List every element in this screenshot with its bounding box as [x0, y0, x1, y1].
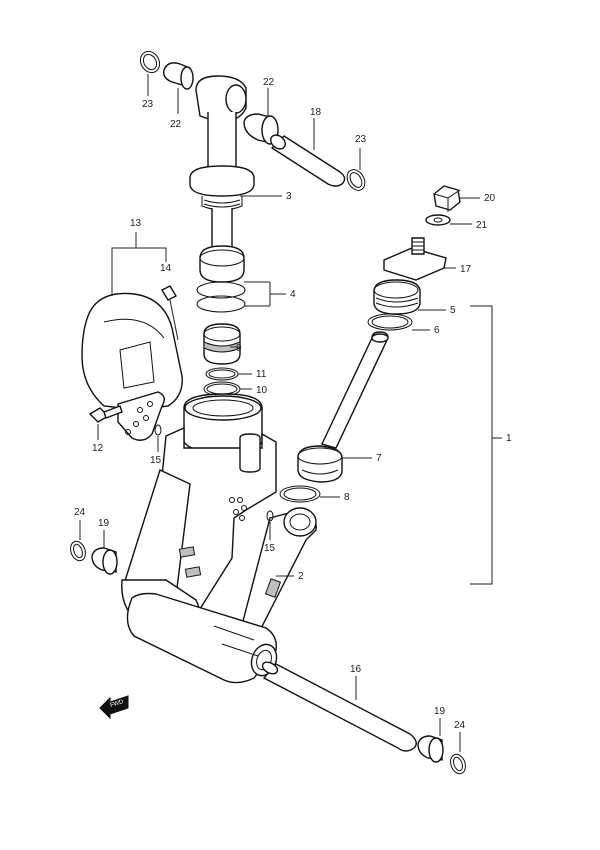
washer-21 [425, 214, 451, 226]
callout-20: 20 [484, 193, 496, 204]
piston-4 [196, 245, 246, 313]
snap-ring-23-left [139, 50, 161, 74]
cylinder-body-2 [121, 393, 317, 684]
callout-24-left: 24 [74, 507, 86, 518]
callout-21: 21 [476, 220, 488, 231]
callout-11: 11 [256, 369, 267, 380]
callout-9: 9 [236, 343, 242, 354]
callout-1: 1 [506, 433, 512, 444]
nut-20 [433, 185, 461, 212]
o-ring-8 [279, 485, 321, 503]
callout-8: 8 [344, 492, 350, 503]
o-ring-11 [205, 367, 239, 381]
fwd-direction-indicator: FWD [99, 695, 129, 720]
callout-3: 3 [286, 191, 292, 202]
cylinder-cap-5 [373, 279, 421, 315]
callout-23-top-right: 23 [355, 134, 367, 145]
callout-10: 10 [256, 385, 268, 396]
bolt-12 [88, 405, 123, 423]
callout-22-top-left: 22 [170, 119, 182, 130]
callout-22-top-right: 22 [263, 77, 275, 88]
valve-17 [383, 237, 447, 281]
callout-19-left: 19 [98, 518, 110, 529]
shaft-16 [261, 661, 417, 752]
callout-2: 2 [298, 571, 304, 582]
guard-13 [81, 292, 183, 441]
callout-12: 12 [92, 443, 104, 454]
callout-24-right: 24 [454, 720, 466, 731]
snap-ring-24-right [450, 753, 466, 775]
callout-23-top-left: 23 [142, 99, 154, 110]
bushing-15-right [266, 510, 274, 522]
snap-ring-24-left [70, 540, 86, 562]
bushing-19-left [91, 547, 118, 575]
callout-17: 17 [460, 264, 472, 275]
callout-15-left: 15 [150, 455, 162, 466]
callout-4: 4 [290, 289, 296, 300]
snap-ring-23-right [346, 169, 366, 191]
callout-19-right: 19 [434, 706, 446, 717]
bushing-19-right [417, 735, 444, 763]
callout-7: 7 [376, 453, 382, 464]
callout-15-right: 15 [264, 543, 276, 554]
piston-rod-eye-3 [189, 75, 255, 252]
fwd-label: FWD [110, 699, 125, 709]
tilt-rod-7 [297, 331, 389, 483]
bushing-15-left [154, 424, 162, 436]
callout-14: 14 [160, 263, 172, 274]
callout-6: 6 [434, 325, 440, 336]
plug-14 [161, 285, 177, 301]
o-ring-6 [367, 313, 413, 331]
bushing-22-left [162, 62, 194, 90]
callout-13: 13 [130, 218, 142, 229]
pin-18 [270, 134, 346, 187]
callout-16: 16 [350, 664, 362, 675]
piston-9 [203, 323, 241, 365]
callout-18: 18 [310, 107, 322, 118]
callout-5: 5 [450, 305, 456, 316]
